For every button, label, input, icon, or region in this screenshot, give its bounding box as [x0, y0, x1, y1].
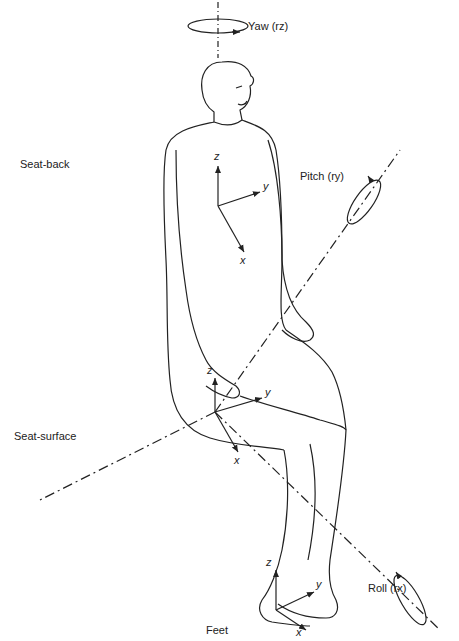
- axis-letter: x: [296, 626, 302, 638]
- axis-letter: y: [316, 578, 322, 590]
- axis-letter: x: [240, 254, 246, 266]
- axis-letter: z: [266, 556, 272, 568]
- location-label: Seat-back: [20, 158, 70, 170]
- location-label: Seat-surface: [14, 430, 76, 442]
- axis-letter: y: [263, 180, 269, 192]
- rotation-label: Pitch (ry): [300, 170, 344, 182]
- rotation-label: Roll (rx): [368, 582, 407, 594]
- axis-letter: z: [207, 364, 213, 376]
- axis-letter: x: [234, 454, 240, 466]
- rotation-label: Yaw (rz): [248, 20, 288, 32]
- axis-letter: z: [214, 150, 220, 162]
- axis-letter: y: [265, 386, 271, 398]
- location-label: Feet: [206, 624, 228, 636]
